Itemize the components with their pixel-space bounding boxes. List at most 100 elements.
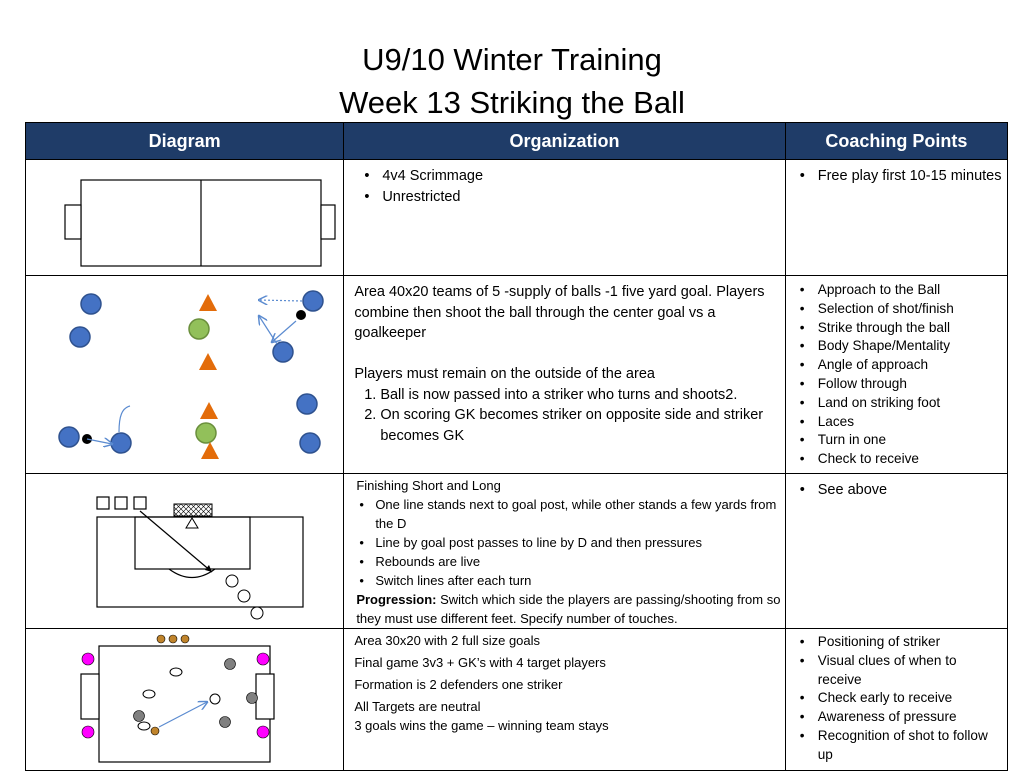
list-item: Unrestricted bbox=[364, 187, 778, 208]
ball-marker bbox=[237, 589, 251, 603]
list-item: Line by goal post passes to line by D an… bbox=[359, 533, 780, 552]
header-diagram: Diagram bbox=[24, 122, 345, 160]
organization-line: 3 goals wins the game – winning team sta… bbox=[354, 718, 609, 733]
session-plan-table: Diagram Organization Coaching Points 4v4… bbox=[24, 122, 1009, 771]
organization-line: Final game 3v3 + GK’s with 4 target play… bbox=[354, 655, 606, 670]
player-marker bbox=[133, 710, 145, 722]
finishing-diagram bbox=[96, 496, 304, 620]
target-player-marker bbox=[256, 725, 270, 739]
organization-cell-3: Finishing Short and Long One line stands… bbox=[343, 473, 786, 629]
player-square-icon bbox=[96, 496, 110, 510]
list-item: Check early to receive bbox=[800, 689, 1003, 708]
player-marker bbox=[137, 721, 151, 731]
player-marker bbox=[80, 293, 102, 315]
ball-marker bbox=[296, 310, 306, 320]
list-item: 4v4 Scrimmage bbox=[364, 166, 778, 187]
target-player-marker bbox=[256, 652, 270, 666]
page-title-line1: U9/10 Winter Training bbox=[362, 42, 662, 77]
list-item: Ball is now passed into a striker who tu… bbox=[380, 385, 778, 406]
organization-heading: Finishing Short and Long bbox=[356, 478, 501, 493]
player-marker bbox=[110, 432, 132, 454]
list-item: Approach to the Ball bbox=[800, 281, 1003, 300]
list-item: One line stands next to goal post, while… bbox=[359, 495, 780, 533]
diagram-cell-3 bbox=[24, 473, 345, 629]
progression-label: Progression: bbox=[356, 592, 437, 607]
organization-cell-1: 4v4 Scrimmage Unrestricted bbox=[343, 159, 786, 276]
list-item: Laces bbox=[800, 413, 1003, 432]
target-player-marker bbox=[81, 725, 95, 739]
scrimmage-field-diagram bbox=[64, 179, 336, 267]
player-square-icon bbox=[114, 496, 128, 510]
right-goal-icon bbox=[255, 673, 275, 720]
player-marker bbox=[69, 326, 91, 348]
player-marker bbox=[299, 432, 321, 454]
coaching-cell-1: Free play first 10-15 minutes bbox=[784, 159, 1009, 276]
header-row: Diagram Organization Coaching Points bbox=[24, 122, 1009, 160]
ball-marker bbox=[250, 606, 264, 620]
player-marker bbox=[302, 290, 324, 312]
list-item: Selection of shot/finish bbox=[800, 300, 1003, 319]
goalkeeper-marker bbox=[195, 422, 217, 444]
ball-marker bbox=[156, 634, 166, 644]
goal-net-icon bbox=[173, 503, 213, 517]
header-coaching-points: Coaching Points bbox=[784, 122, 1009, 160]
ball-marker bbox=[180, 634, 190, 644]
left-goal-icon bbox=[80, 673, 100, 720]
list-item: Land on striking foot bbox=[800, 394, 1003, 413]
list-item: On scoring GK becomes striker on opposit… bbox=[380, 405, 778, 446]
list-item: Visual clues of when to receive bbox=[800, 652, 1003, 690]
list-item: Body Shape/Mentality bbox=[800, 337, 1003, 356]
list-item: Rebounds are live bbox=[359, 552, 780, 571]
table-row: Area 40x20 teams of 5 -supply of balls -… bbox=[24, 275, 1009, 474]
ball-marker bbox=[150, 726, 160, 736]
organization-line: Formation is 2 defenders one striker bbox=[354, 677, 563, 692]
coaching-cell-3: See above bbox=[784, 473, 1009, 629]
ball-marker bbox=[225, 574, 239, 588]
cone-marker bbox=[199, 353, 217, 370]
table-row: 4v4 Scrimmage Unrestricted Free play fir… bbox=[24, 159, 1009, 276]
goalkeeper-icon bbox=[185, 517, 199, 529]
target-player-marker bbox=[81, 652, 95, 666]
goalkeeper-marker bbox=[188, 318, 210, 340]
list-item: Switch lines after each turn bbox=[359, 571, 780, 590]
ball-marker bbox=[168, 634, 178, 644]
progression-text: Switch which side the players are passin… bbox=[356, 592, 781, 626]
player-square-icon bbox=[133, 496, 147, 510]
player-marker bbox=[272, 341, 294, 363]
list-item: See above bbox=[800, 480, 1003, 501]
organization-note: Players must remain on the outside of th… bbox=[354, 366, 655, 382]
table-row: Finishing Short and Long One line stands… bbox=[24, 473, 1009, 629]
list-item: Positioning of striker bbox=[800, 633, 1003, 652]
cone-marker bbox=[200, 402, 218, 419]
organization-paragraph: Area 40x20 teams of 5 -supply of balls -… bbox=[354, 284, 765, 341]
organization-line: All Targets are neutral bbox=[354, 699, 481, 714]
player-marker bbox=[209, 693, 221, 705]
header-organization: Organization bbox=[343, 122, 786, 160]
right-goal-icon bbox=[320, 204, 336, 240]
list-item: Turn in one bbox=[800, 431, 1003, 450]
striking-drill-diagram bbox=[58, 290, 324, 459]
list-item: Strike through the ball bbox=[800, 319, 1003, 338]
player-marker bbox=[296, 393, 318, 415]
list-item: Awareness of pressure bbox=[800, 708, 1003, 727]
progression-note: Progression: Switch which side the playe… bbox=[356, 590, 780, 628]
cone-marker bbox=[199, 294, 217, 311]
organization-line: Area 30x20 with 2 full size goals bbox=[354, 633, 541, 648]
player-marker bbox=[219, 716, 231, 728]
organization-cell-2: Area 40x20 teams of 5 -supply of balls -… bbox=[343, 275, 786, 474]
list-item: Free play first 10-15 minutes bbox=[800, 166, 1003, 187]
player-marker bbox=[224, 658, 236, 670]
coaching-cell-2: Approach to the Ball Selection of shot/f… bbox=[784, 275, 1009, 474]
list-item: Recognition of shot to follow up bbox=[800, 727, 1003, 765]
list-item: Follow through bbox=[800, 375, 1003, 394]
page-title-line2: Week 13 Striking the Ball bbox=[339, 85, 685, 120]
coaching-cell-4: Positioning of striker Visual clues of w… bbox=[784, 628, 1009, 771]
organization-cell-4: Area 30x20 with 2 full size goals Final … bbox=[343, 628, 786, 771]
player-marker bbox=[58, 426, 80, 448]
left-goal-icon bbox=[64, 204, 82, 240]
player-marker bbox=[246, 692, 258, 704]
diagram-cell-2 bbox=[24, 275, 345, 474]
list-item: Angle of approach bbox=[800, 356, 1003, 375]
final-game-diagram bbox=[80, 634, 275, 763]
table-row: Area 30x20 with 2 full size goals Final … bbox=[24, 628, 1009, 771]
